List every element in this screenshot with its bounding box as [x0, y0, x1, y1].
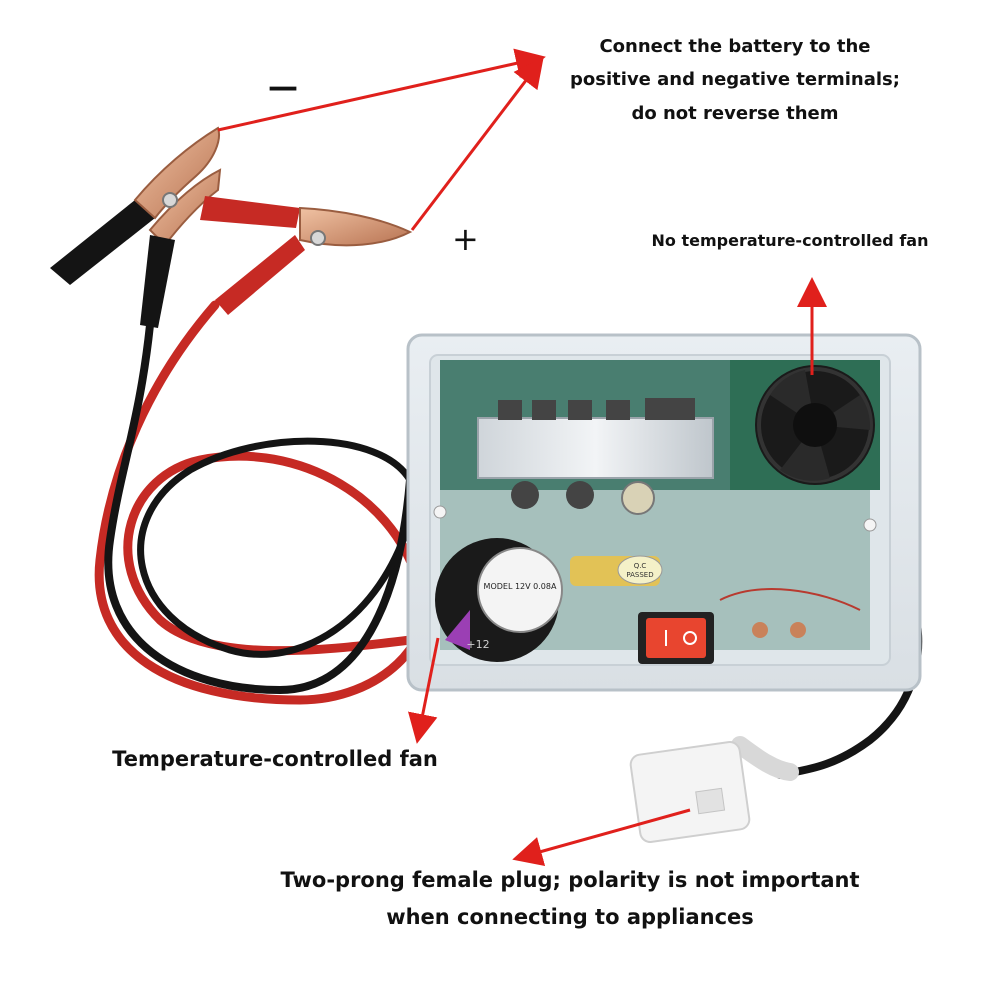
- qc-text-line2: PASSED: [626, 571, 653, 579]
- positive-sign: +: [452, 220, 479, 258]
- fan-model-text: MODEL 12V 0.08A: [484, 582, 557, 591]
- fan-no-control-label: No temperature-controlled fan: [651, 231, 929, 250]
- female-plug-note: Two-prong female plug; polarity is not i…: [280, 868, 860, 929]
- qc-text-line1: Q.C: [634, 562, 647, 570]
- arrow-female-plug: [512, 808, 691, 866]
- callout-arrows: [217, 48, 827, 866]
- fan-no-temp-control: [730, 360, 880, 490]
- qc-sticker: [617, 555, 663, 585]
- fan-temp-controlled: [435, 538, 563, 662]
- negative-sign: —: [268, 70, 298, 105]
- female-plug: [629, 736, 799, 843]
- arrow-positive-clip: [410, 57, 544, 231]
- arrow-negative-clip: [217, 48, 546, 132]
- positive-clip: [200, 196, 413, 315]
- fan-temp-control-label: Temperature-controlled fan: [112, 747, 438, 771]
- arrow-fan-temp-control: [407, 637, 440, 744]
- power-switch: [638, 612, 714, 664]
- fan-voltage-text: +12: [466, 638, 489, 651]
- battery-connection-note: Connect the battery to the positive and …: [570, 36, 900, 124]
- negative-clip: [50, 126, 222, 328]
- heatsink: [477, 417, 714, 479]
